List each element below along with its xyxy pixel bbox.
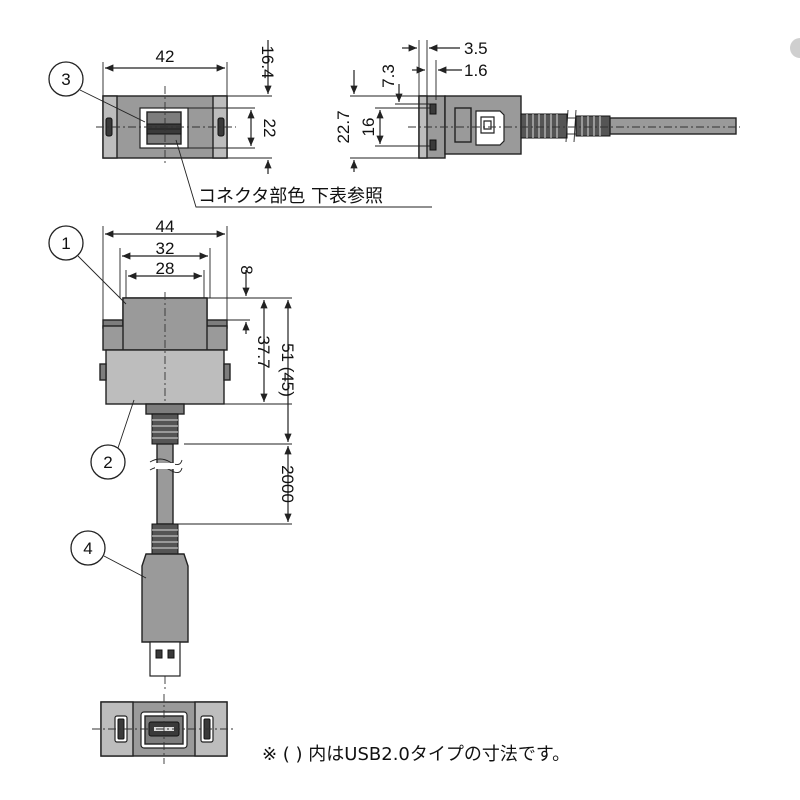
usb-plug-body [141,553,189,643]
front-strain-relief [151,413,179,445]
callout-4-label: 4 [83,539,92,558]
dim-front-2000: 2000 [278,465,297,503]
dim-side-22-7: 22.7 [334,110,353,143]
edge-mark [790,38,800,58]
cable-strain-relief [520,109,611,143]
cable-front [156,443,174,525]
top-view: 42 16.4 22 3 コネクタ部色 下表参照 [48,40,432,208]
callout-1-label: 1 [61,234,70,253]
dim-top-22: 22 [260,119,279,138]
callout-3-label: 3 [61,70,70,89]
dim-front-28: 28 [156,259,175,278]
dim-front-32: 32 [156,239,175,258]
usb-plug-metal [149,641,181,677]
callout-2-label: 2 [103,453,112,472]
bottom-face-view [92,694,236,764]
front-view: 44 32 28 8 37.7 51 (45) 2000 1 2 4 [48,217,297,692]
connector-color-note: コネクタ部色 下表参照 [198,186,383,207]
callout-4 [70,530,106,566]
dim-front-51-45: 51 (45) [278,343,297,397]
dim-side-1-6: 1.6 [464,61,488,80]
dim-top-16-4: 16.4 [258,45,277,78]
dim-top-42: 42 [156,47,175,66]
dim-side-3-5: 3.5 [464,39,488,58]
dim-front-8: 8 [237,265,256,274]
dim-front-37-7: 37.7 [254,335,273,368]
plug-strain-relief [151,523,179,555]
dim-side-7-3: 7.3 [379,64,398,88]
side-view: 3.5 1.6 22.7 16 7.3 [334,39,740,172]
cable-side [609,117,737,135]
dim-side-16: 16 [359,118,378,137]
callout-2 [90,444,126,480]
callout-1 [48,225,84,261]
footnote: ※ ( ) 内はUSB2.0タイプの寸法です。 [262,744,570,765]
dim-front-44: 44 [156,217,175,236]
callout-3 [48,61,84,97]
